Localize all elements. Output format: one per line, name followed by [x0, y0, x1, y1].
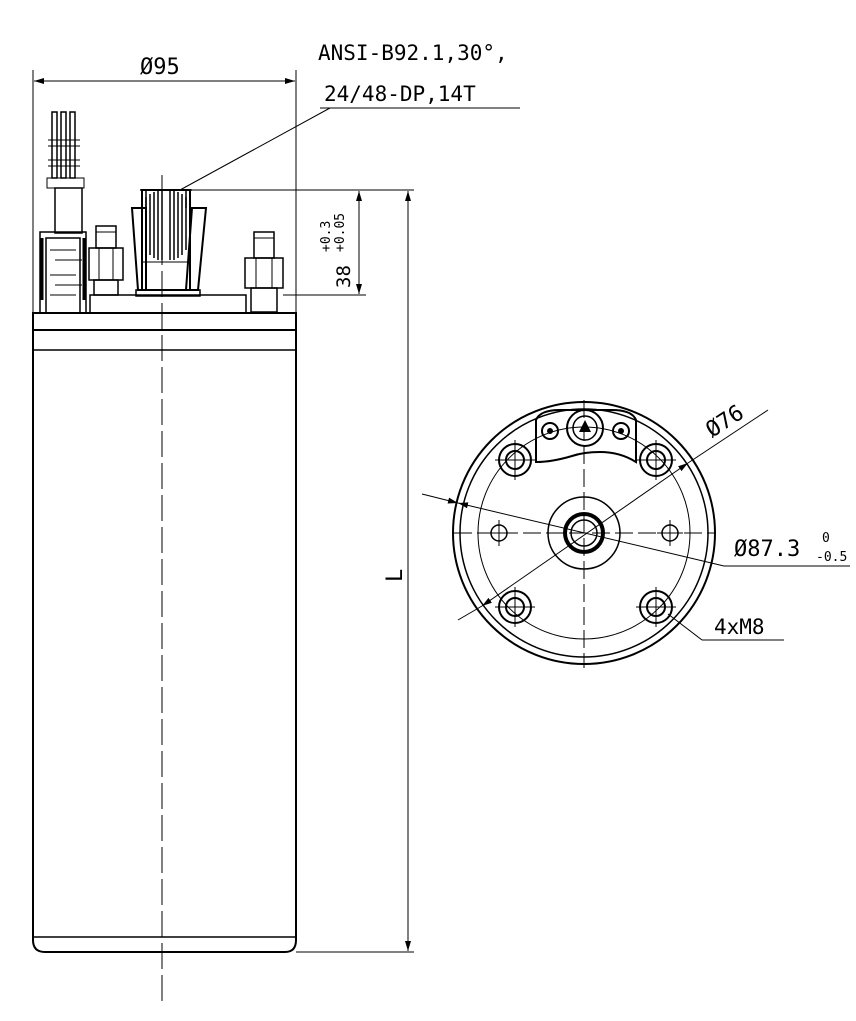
shaft-height-tol-lower: +0.05	[333, 213, 348, 252]
diameter-95-dimension: Ø95	[32, 55, 297, 330]
side-hole-right	[657, 520, 683, 546]
diameter-95-label: Ø95	[140, 55, 180, 80]
spline-label-line2: 24/48-DP,14T	[324, 82, 476, 106]
motor-body	[32, 329, 297, 953]
side-view: Ø95 ANSI-B92.1,30°, 24/48-DP,14T 38 +0.3…	[32, 41, 520, 1005]
spline-callout: ANSI-B92.1,30°, 24/48-DP,14T	[179, 41, 520, 191]
spline-label-line1: ANSI-B92.1,30°,	[318, 41, 508, 65]
terminal-block	[535, 409, 637, 464]
diameter-87-tol-upper: 0	[822, 531, 830, 546]
shaft-height-tol-upper: +0.3	[319, 221, 334, 252]
stud-left	[88, 225, 124, 296]
cable-gland	[39, 111, 87, 314]
diameter-76-label: Ø76	[702, 400, 749, 443]
diameter-87-tol-lower: -0.5	[816, 550, 847, 565]
stud-right	[244, 231, 284, 313]
cable-wires	[48, 111, 80, 179]
shaft-height-value: 38	[333, 265, 355, 288]
shaft-height-dimension: 38 +0.3 +0.05	[190, 189, 414, 296]
holes-callout: 4xM8	[667, 613, 784, 641]
holes-label: 4xM8	[714, 615, 765, 639]
diameter-87-dimension: Ø87.3 0 -0.5	[421, 493, 850, 567]
bolt-hole-bottom-right	[636, 587, 676, 627]
bolt-hole-top-right	[636, 440, 676, 480]
length-label: L	[383, 569, 408, 582]
diameter-87-label: Ø87.3	[734, 537, 800, 562]
bolt-hole-top-left	[495, 440, 535, 480]
end-view: Ø76 Ø87.3 0 -0.5 4xM8	[421, 400, 850, 668]
side-hole-left	[486, 520, 512, 546]
top-flange	[32, 312, 297, 331]
splined-shaft	[130, 189, 208, 291]
length-dimension: L	[296, 191, 414, 953]
